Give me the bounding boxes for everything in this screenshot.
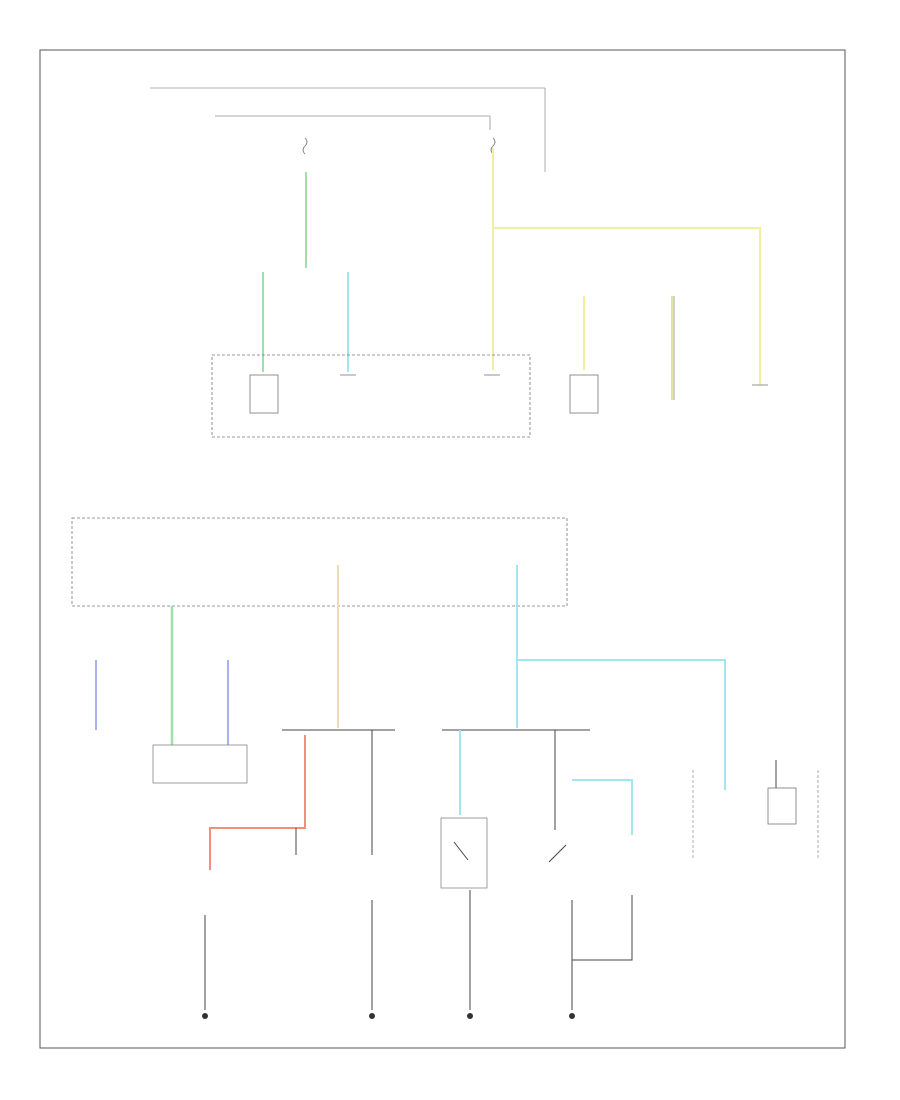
ground-node-2 (369, 1013, 375, 1019)
ground-wire-5 (572, 895, 633, 961)
orange-wire (209, 735, 306, 870)
diagram-frame (39, 49, 846, 1049)
remote-connector (569, 374, 599, 414)
fuse-symbol-right (490, 137, 496, 155)
yellow-wire-branch (493, 227, 761, 385)
lower-section (71, 517, 819, 1019)
rear-module-box (211, 354, 531, 438)
top-power-section (150, 87, 768, 438)
cyan-lower-right (572, 779, 633, 835)
control-unit-box (152, 744, 248, 784)
ground-node-3 (467, 1013, 473, 1019)
fuse-symbol-left (302, 137, 308, 155)
left-switch-box (440, 817, 488, 889)
right-load-connector (767, 787, 797, 825)
fuel-pump-connector (249, 374, 279, 414)
central-junction-box (71, 517, 568, 607)
left-switch-blade (453, 841, 469, 861)
cyan-branch-right (517, 659, 726, 790)
ground-node-1 (202, 1013, 208, 1019)
right-switch-blade (548, 844, 567, 863)
ground-node-4 (569, 1013, 575, 1019)
